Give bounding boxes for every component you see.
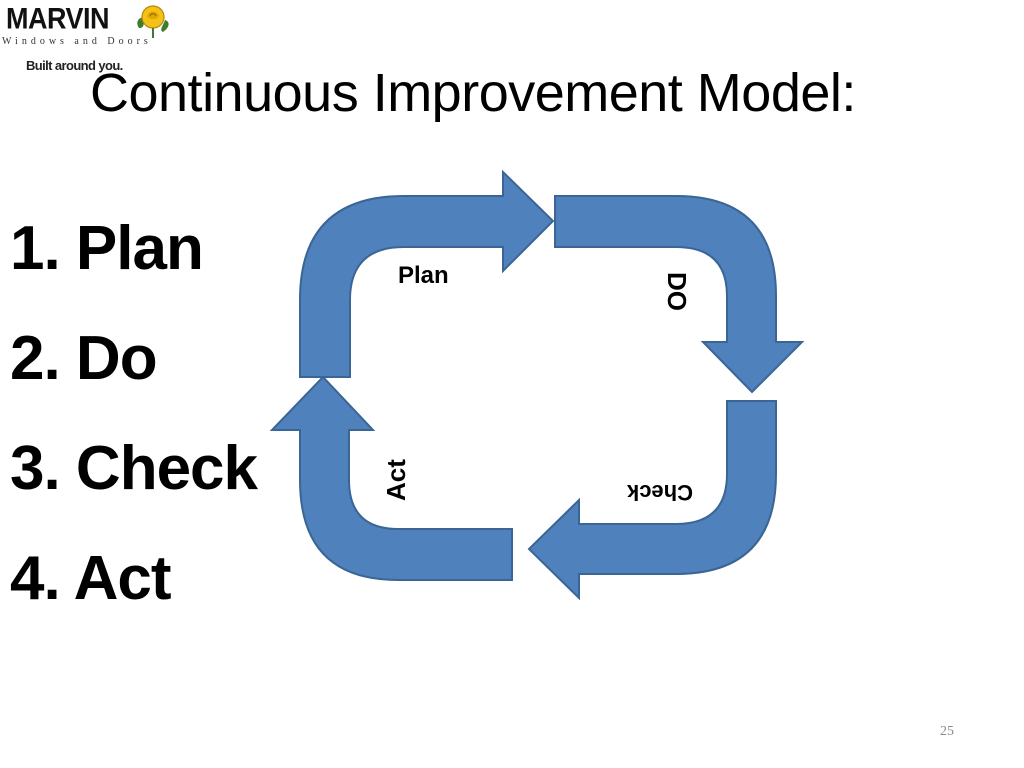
step-do: 2. Do	[10, 324, 158, 393]
logo-brand-text: MARVIN	[6, 2, 110, 35]
page-number: 25	[940, 724, 954, 739]
marvin-logo: MARVIN Windows and Doors Built around yo…	[0, 0, 190, 80]
label-act: Act	[381, 459, 411, 501]
label-plan: Plan	[398, 262, 449, 289]
step-check: 3. Check	[10, 434, 258, 503]
logo-tagline: Built around you.	[26, 58, 123, 73]
logo-subtitle: Windows and Doors	[2, 36, 152, 47]
rose-icon	[137, 5, 169, 38]
check-arrow	[527, 400, 777, 601]
label-check: Check	[626, 480, 693, 505]
step-act: 4. Act	[10, 544, 172, 613]
step-plan: 1. Plan	[10, 214, 204, 283]
steps-list: 1. Plan 2. Do 3. Check 4. Act	[10, 194, 258, 634]
plan-arrow	[299, 169, 555, 378]
do-arrow	[554, 195, 805, 394]
act-arrow	[269, 375, 513, 581]
slide-title: Continuous Improvement Model:	[90, 63, 856, 123]
label-do: DO	[662, 272, 692, 311]
